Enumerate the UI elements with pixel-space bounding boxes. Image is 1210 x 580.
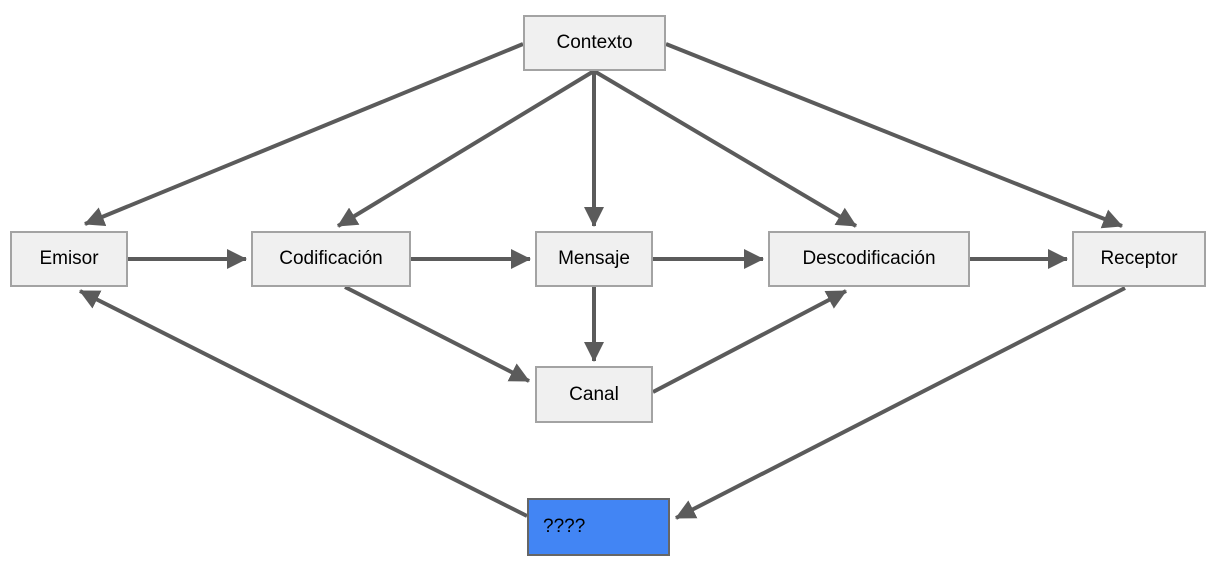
node-mensaje: Mensaje xyxy=(535,231,653,287)
arrow-codificacion-to-canal xyxy=(344,285,530,383)
node-canal: Canal xyxy=(535,366,653,423)
arrow-contexto-to-receptor xyxy=(665,42,1123,229)
arrow-canal-to-descodificacion xyxy=(652,289,847,394)
node-codificacion: Codificación xyxy=(251,231,411,287)
arrow-contexto-to-emisor xyxy=(84,42,524,227)
arrow-contexto-to-codificacion xyxy=(336,69,596,228)
node-emisor: Emisor xyxy=(10,231,128,287)
node-receptor: Receptor xyxy=(1072,231,1206,287)
arrow-contexto-to-descodificacion xyxy=(592,69,858,228)
arrow-unknown-to-emisor xyxy=(79,289,528,518)
node-descodificacion: Descodificación xyxy=(768,231,970,287)
node-unknown: ???? xyxy=(527,498,670,556)
arrow-receptor-to-unknown xyxy=(675,286,1126,520)
node-contexto: Contexto xyxy=(523,15,666,71)
